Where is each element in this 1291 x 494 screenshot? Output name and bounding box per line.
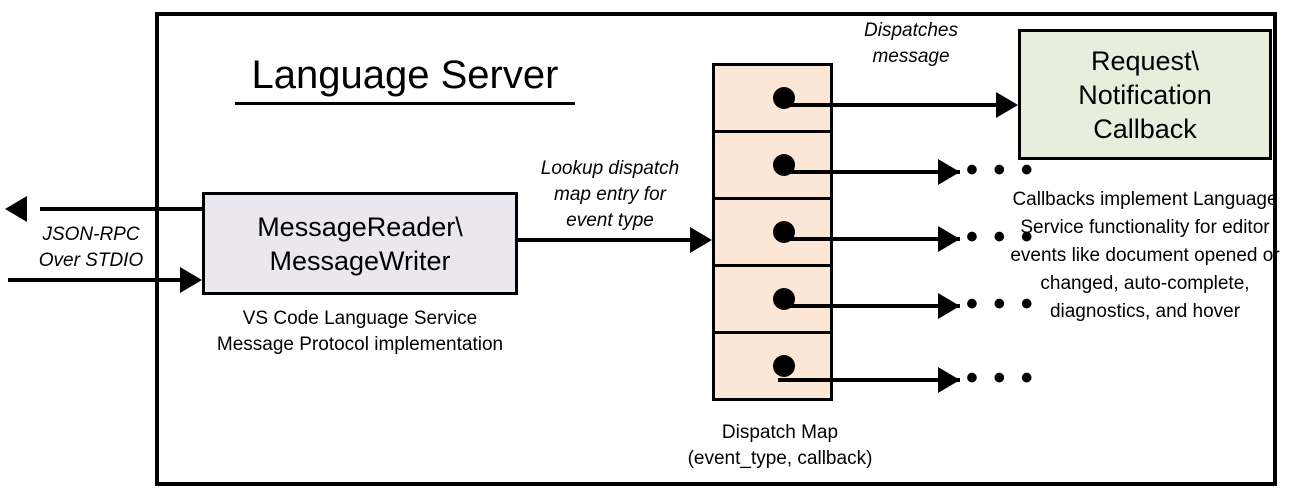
dispatch-row5-ellipsis: • • •	[966, 359, 1036, 397]
request-notification-callback-box[interactable]: Request\ Notification Callback	[1018, 29, 1272, 160]
dispatch-map-row[interactable]	[715, 334, 830, 398]
jsonrpc-outbound-line	[40, 207, 218, 211]
dispatch-map-caption-line2: (event_type, callback)	[687, 448, 873, 469]
dispatch-map-row[interactable]	[715, 133, 830, 200]
jsonrpc-inbound-arrowhead	[180, 267, 202, 293]
edge-label-lookup-line3: event type	[566, 210, 654, 231]
callback-label-line2: Notification	[1078, 79, 1212, 110]
dispatch-map-row[interactable]	[715, 267, 830, 334]
edge-label-lookup: Lookup dispatch map entry for event type	[518, 156, 702, 234]
edge-label-dispatches: Dispatches message	[836, 18, 986, 70]
dispatch-row4-edge-line	[778, 304, 960, 308]
message-writer-label: MessageWriter	[269, 245, 451, 276]
dispatch-row2-ellipsis: • • •	[966, 151, 1036, 189]
dispatch-row5-arrowhead	[938, 367, 960, 393]
dispatch-row2-arrowhead	[938, 159, 960, 185]
message-reader-label: MessageReader\	[257, 211, 463, 242]
edge-label-jsonrpc-line2: Over STDIO	[38, 250, 144, 271]
jsonrpc-outbound-arrowhead	[5, 196, 27, 222]
page-title: Language Server	[235, 50, 575, 105]
edge-label-jsonrpc-line1: JSON-RPC	[42, 224, 140, 245]
edge-label-jsonrpc: JSON-RPC Over STDIO	[16, 222, 166, 274]
jsonrpc-inbound-line	[8, 278, 186, 282]
dispatch-map-row[interactable]	[715, 66, 830, 133]
dispatch-map-table[interactable]	[712, 63, 833, 401]
callback-caption: Callbacks implement Language Service fun…	[1010, 189, 1280, 322]
lookup-edge-line	[518, 238, 694, 242]
callback-label-line1: Request\	[1090, 45, 1200, 76]
dispatch-map-row[interactable]	[715, 200, 830, 267]
dispatch-row3-edge-line	[778, 237, 960, 241]
callback-pointer-dot	[773, 355, 795, 377]
dispatch-row3-arrowhead	[938, 226, 960, 252]
dispatch-map-caption-line1: Dispatch Map	[721, 422, 839, 443]
dispatch-row1-arrowhead	[996, 92, 1018, 118]
lookup-edge-arrowhead	[690, 227, 712, 253]
edge-label-lookup-line1: Lookup dispatch	[540, 158, 680, 179]
callback-label-line3: Callback	[1093, 113, 1197, 144]
message-reader-writer-caption: VS Code Language Service Message Protoco…	[190, 306, 530, 358]
dispatch-row5-edge-line	[778, 378, 960, 382]
language-server-container	[155, 12, 1277, 486]
edge-label-dispatches-line2: message	[872, 46, 950, 67]
dispatch-row2-edge-line	[778, 170, 960, 174]
edge-label-dispatches-line1: Dispatches	[864, 20, 958, 41]
message-reader-writer-caption-line2: Message Protocol implementation	[216, 334, 504, 355]
dispatch-row4-arrowhead	[938, 293, 960, 319]
edge-label-lookup-line2: map entry for	[554, 184, 666, 205]
message-reader-writer-caption-line1: VS Code Language Service	[242, 308, 478, 329]
dispatch-map-caption: Dispatch Map (event_type, callback)	[645, 420, 915, 472]
message-reader-writer-box[interactable]: MessageReader\ MessageWriter	[202, 192, 518, 295]
dispatch-row1-edge-line	[778, 103, 1014, 107]
